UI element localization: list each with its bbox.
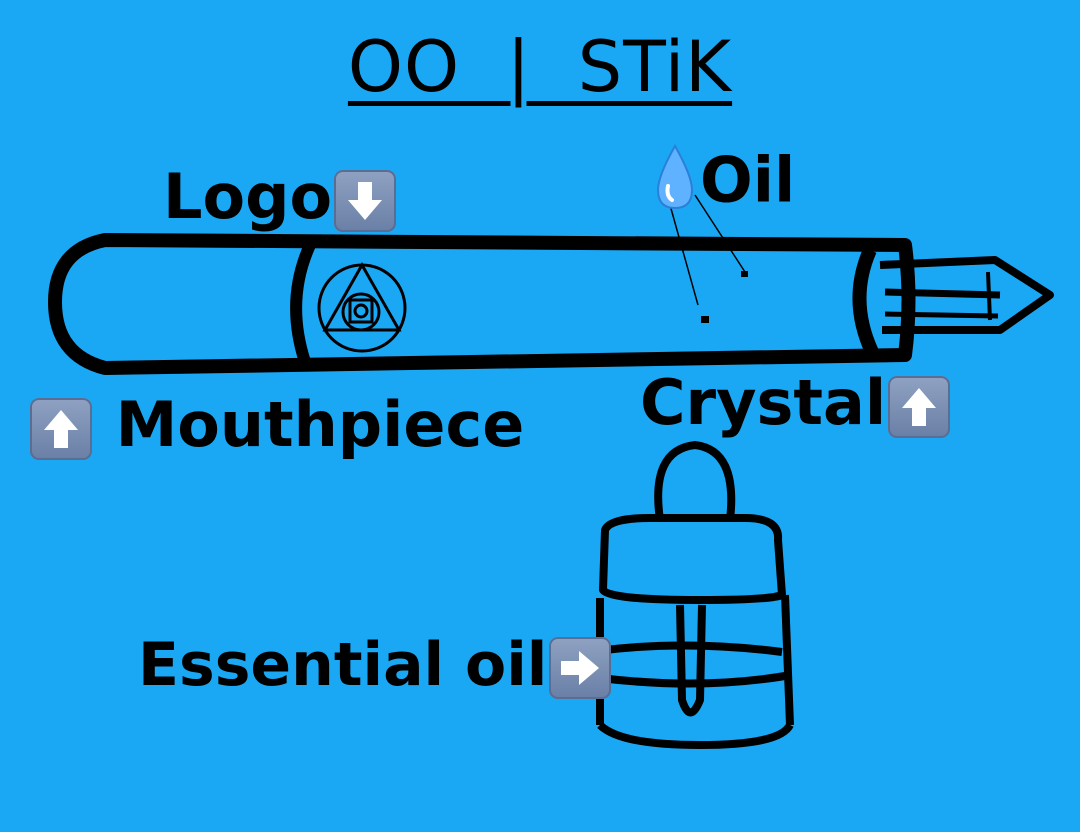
oil-pointer-1 [669,204,699,306]
pen-body [48,233,916,375]
essential-oil-label-text: Essential oil [138,630,548,700]
oil-pointer-2 [694,194,746,273]
crystal-tip [879,256,1054,334]
oil-bottle [596,441,794,749]
mouthpiece-label-text: Mouthpiece [115,388,525,461]
droplet-icon [650,142,700,227]
logo-emblem [317,261,407,353]
page-title: OO | STiK [0,26,1080,108]
oil-label: Oil [650,142,795,227]
title-text: OO | STiK [347,26,733,108]
logo-label: Logo [163,160,398,233]
arrow-right-icon [549,637,612,700]
crystal-separator [852,247,879,355]
mouthpiece-label: Mouthpiece [28,388,524,461]
crystal-label: Crystal [640,366,952,439]
arrow-up-icon [30,397,92,460]
oil-label-text: Oil [700,143,796,217]
mouthpiece-separator [290,242,316,364]
essential-oil-label: Essential oil [138,630,613,700]
arrow-up-icon [888,375,951,438]
logo-label-text: Logo [163,160,333,233]
crystal-label-text: Crystal [640,366,887,439]
arrow-down-icon [334,169,397,232]
